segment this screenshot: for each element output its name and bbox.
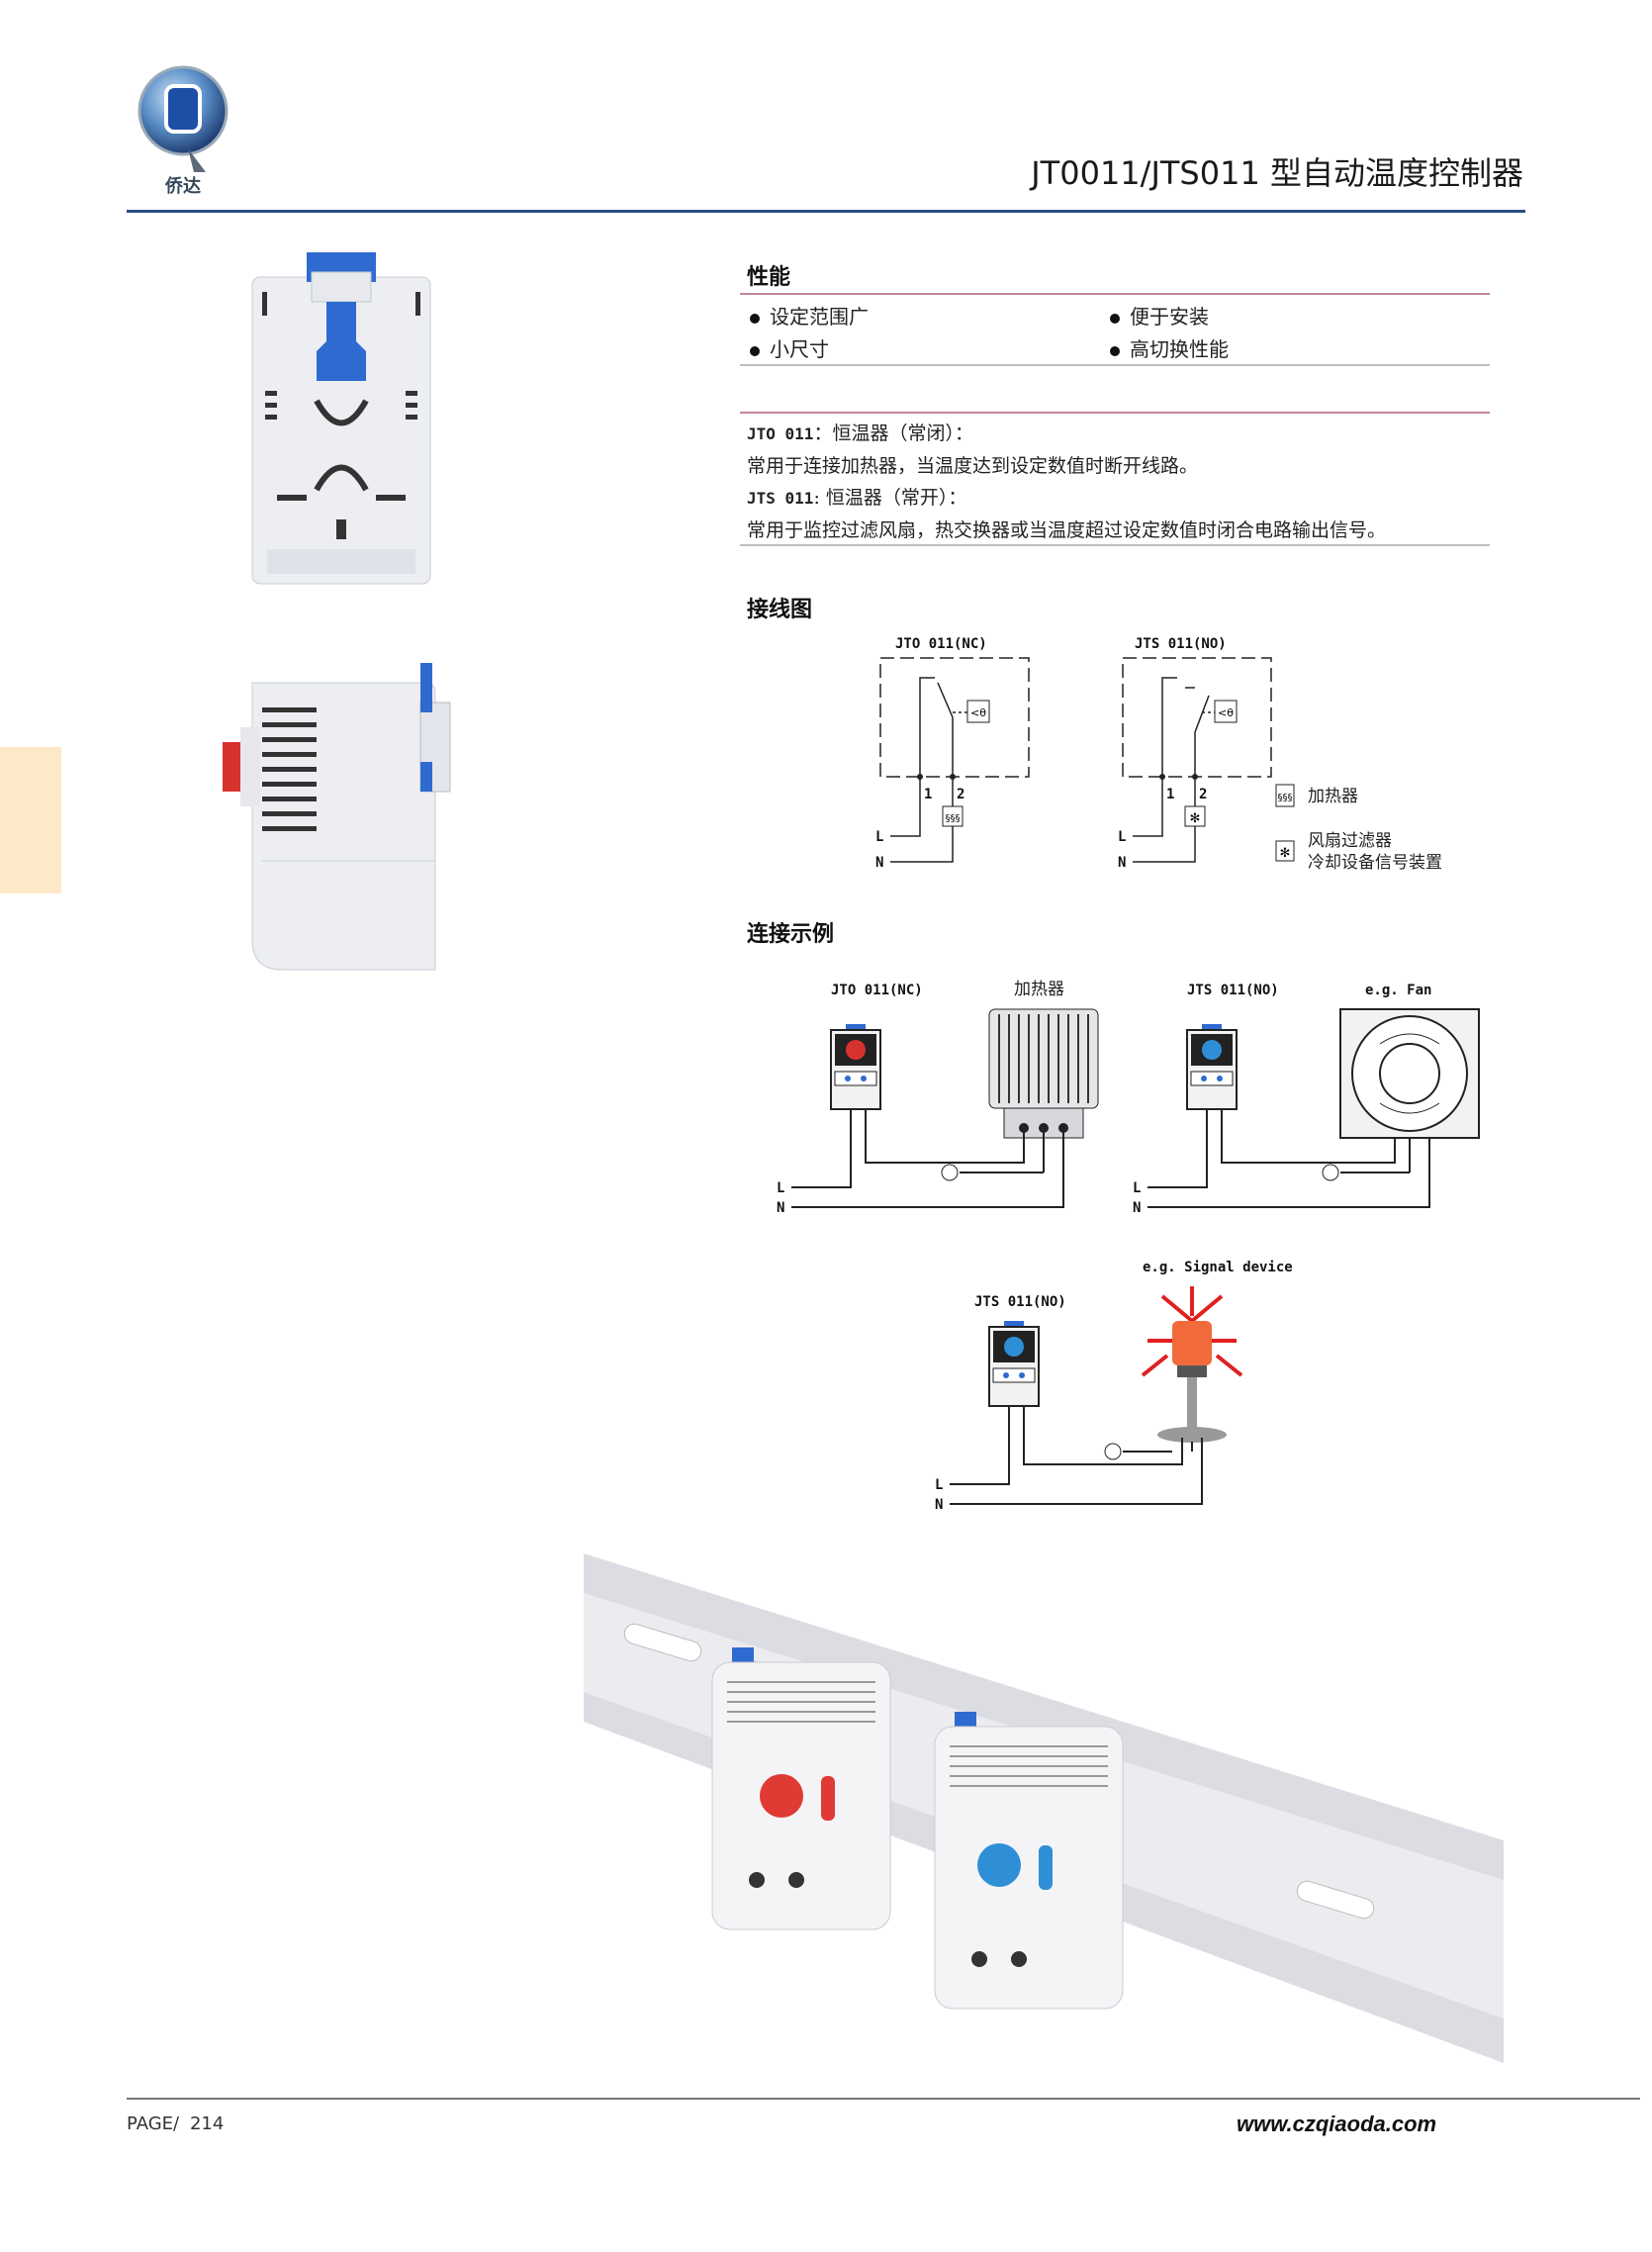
ex1-device-label: JTO 011(NC) (831, 983, 923, 998)
l-label: L (1118, 829, 1126, 845)
bullet-icon (750, 345, 760, 356)
feature-item: 设定范围广 (750, 301, 869, 329)
bullet-icon (750, 313, 760, 324)
description-top-rule (740, 412, 1490, 414)
wiring-diagram: JTO 011(NC) <θ 1 2 §§§ L N JTS 011(NO) <… (851, 628, 1504, 886)
svg-text:<θ: <θ (970, 706, 986, 719)
din-rail-photo (584, 1553, 1504, 2063)
description-line: JTS 011: 恒温器（常开）： (747, 487, 967, 509)
description-line: JTO 011：恒温器（常闭）： (747, 422, 973, 444)
ground-icon (1322, 1164, 1339, 1181)
fan-icon (1275, 840, 1295, 862)
thermostat-no-icon (1186, 1024, 1238, 1110)
l-label: L (1133, 1180, 1141, 1196)
page-title: JT0011/JTS011 型自动温度控制器 (1031, 154, 1523, 192)
product-side-photo (223, 663, 460, 980)
description-line: 常用于监控过滤风扇，热交换器或当温度超过设定数值时闭合电路输出信号。 (747, 519, 1387, 541)
performance-title: 性能 (747, 265, 791, 290)
fan-device-icon (1339, 1008, 1480, 1139)
website-link[interactable]: www.czqiaoda.com (1237, 2111, 1437, 2136)
description-bottom-rule (740, 544, 1490, 546)
no-label: JTS 011(NO) (1135, 636, 1227, 652)
examples-title: 连接示例 (747, 922, 835, 947)
heater-device-icon (988, 1008, 1099, 1139)
feature-item: 小尺寸 (750, 333, 829, 362)
thermostat-no-icon (988, 1321, 1040, 1407)
svg-text:✻: ✻ (1280, 846, 1291, 861)
n-label: N (1118, 855, 1126, 871)
nc-label: JTO 011(NC) (895, 636, 987, 652)
ex2-device-label: JTS 011(NO) (1187, 983, 1279, 998)
l-label: L (935, 1477, 943, 1493)
description: JTO 011：恒温器（常闭）： 常用于连接加热器，当温度达到设定数值时断开线路… (747, 418, 1489, 546)
ex3-load-label: e.g. Signal device (1143, 1260, 1293, 1275)
ex3-device-label: JTS 011(NO) (974, 1294, 1066, 1310)
n-label: N (1133, 1200, 1141, 1216)
svg-text:§§§: §§§ (946, 813, 961, 824)
legend-cooling: 冷却设备信号装置 (1308, 853, 1442, 873)
heater-icon (1275, 784, 1295, 807)
terminal-1-label: 1 (1166, 787, 1174, 802)
n-label: N (935, 1497, 943, 1513)
product-front-photo (247, 252, 435, 589)
terminal-1-label: 1 (924, 787, 932, 802)
performance-rule (740, 293, 1490, 295)
ground-icon (941, 1164, 959, 1181)
description-line: 常用于连接加热器，当温度达到设定数值时断开线路。 (747, 455, 1199, 477)
footer-rule (127, 2098, 1640, 2100)
l-label: L (777, 1180, 784, 1196)
connection-examples: JTO 011(NC) 加热器 L (772, 965, 1523, 1529)
ground-icon (1104, 1443, 1122, 1460)
svg-text:✻: ✻ (1190, 811, 1201, 826)
signal-beacon-icon (1141, 1286, 1243, 1443)
company-logo: 侨达 (129, 61, 237, 200)
n-label: N (875, 855, 883, 871)
page-number: PAGE/ 214 (127, 2113, 225, 2134)
wiring-title: 接线图 (747, 598, 813, 622)
ex2-load-label: e.g. Fan (1365, 983, 1431, 998)
performance-bottom-rule (740, 364, 1490, 366)
svg-text:§§§: §§§ (1278, 793, 1293, 803)
thermostat-nc-icon (830, 1024, 881, 1110)
header-rule (127, 210, 1525, 213)
feature-item: 便于安装 (1110, 301, 1209, 329)
n-label: N (777, 1200, 784, 1216)
l-label: L (875, 829, 883, 845)
side-tab (0, 747, 61, 893)
bullet-icon (1110, 313, 1120, 324)
feature-item: 高切换性能 (1110, 333, 1229, 362)
bullet-icon (1110, 345, 1120, 356)
ex1-load-label: 加热器 (1014, 980, 1064, 999)
legend-heater: 加热器 (1308, 787, 1358, 806)
terminal-2-label: 2 (957, 787, 964, 802)
terminal-2-label: 2 (1199, 787, 1207, 802)
logo-text: 侨达 (164, 175, 201, 197)
svg-text:<θ: <θ (1218, 706, 1234, 719)
legend-fan: 风扇过滤器 (1308, 831, 1392, 851)
